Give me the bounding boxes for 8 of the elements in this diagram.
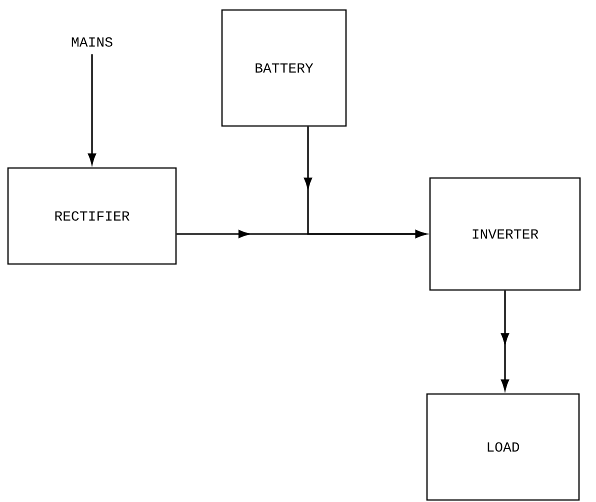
process-box: INVERTER bbox=[429, 177, 581, 291]
arrow bbox=[304, 126, 426, 238]
input-label: MAINS bbox=[72, 37, 112, 47]
arrow bbox=[88, 54, 96, 164]
arrow bbox=[501, 290, 510, 390]
process-box: LOAD bbox=[426, 393, 580, 501]
process-box: RECTIFIER bbox=[7, 167, 177, 265]
process-box: BATTERY bbox=[221, 9, 347, 127]
